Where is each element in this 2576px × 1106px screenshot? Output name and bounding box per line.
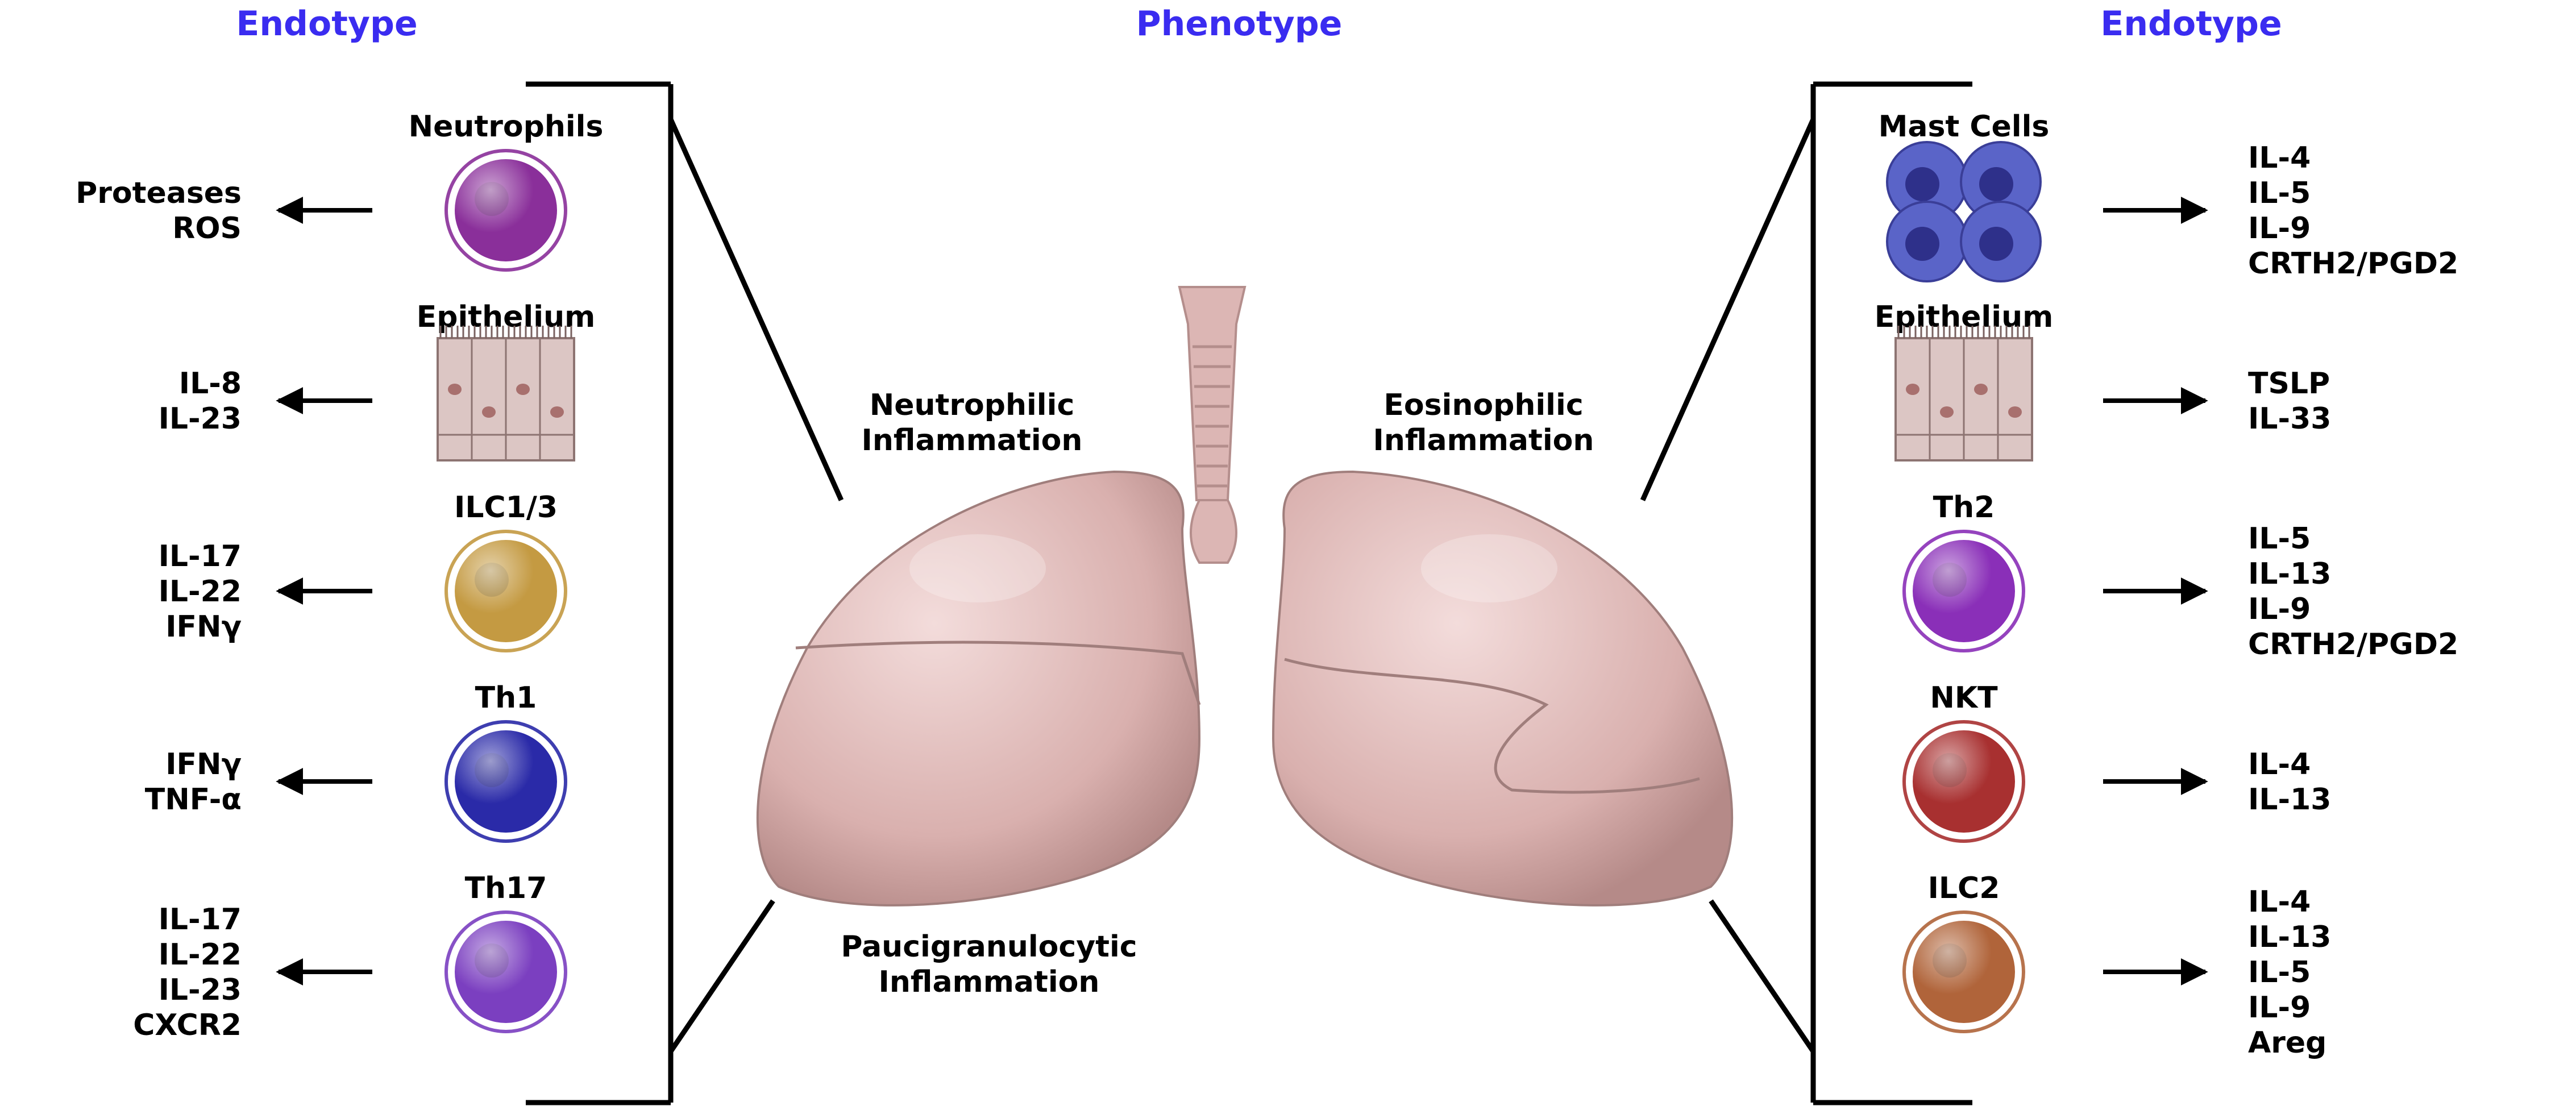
eosinophilic-line-2: Inflammation (1373, 423, 1594, 458)
right-product-ilc2-il-4: IL-4 (2248, 885, 2311, 919)
right-product-mast-cells-crth2-pgd2: CRTH2/PGD2 (2248, 247, 2458, 281)
paucigranulocytic-label: Paucigranulocytic Inflammation (841, 930, 1137, 999)
right-product-mast-cells-il-9: IL-9 (2248, 211, 2311, 246)
phenotype-header: Phenotype (1136, 4, 1343, 44)
paucigranulocytic-line-1: Paucigranulocytic (841, 930, 1137, 964)
left-bracket (526, 84, 841, 1103)
lungs-illustration (758, 287, 1732, 905)
th1-cell-icon (446, 722, 566, 841)
left-product-neutrophils-ros: ROS (172, 211, 242, 246)
th17-cell-icon (446, 912, 566, 1032)
right-product-mast-cells-il-4: IL-4 (2248, 141, 2311, 175)
neutrophilic-line-1: Neutrophilic (870, 388, 1075, 422)
left-product-ilc1-3-il-22: IL-22 (159, 575, 242, 609)
epithelium-icon (1896, 326, 2032, 460)
nkt-cell-icon (1904, 722, 2024, 841)
right-product-nkt-il-4: IL-4 (2248, 747, 2311, 781)
left-product-th17-cxcr2: CXCR2 (133, 1008, 242, 1042)
right-cell-name-ilc2: ILC2 (1928, 871, 2000, 905)
right-product-ilc2-il-9: IL-9 (2248, 991, 2311, 1025)
left-product-th17-il-23: IL-23 (159, 973, 242, 1007)
right-product-th2-crth2-pgd2: CRTH2/PGD2 (2248, 627, 2458, 662)
left-product-epithelium-il-8: IL-8 (179, 367, 242, 401)
right-cell-name-epithelium: Epithelium (1875, 300, 2054, 334)
right-product-th2-il-13: IL-13 (2248, 557, 2331, 591)
right-product-th2-il-9: IL-9 (2248, 592, 2311, 626)
left-cell-name-th17: Th17 (465, 871, 547, 905)
left-cell-name-neutrophils: Neutrophils (409, 110, 604, 144)
left-endotype-header: Endotype (236, 4, 417, 44)
left-product-th17-il-17: IL-17 (159, 903, 242, 937)
right-cell-name-nkt: NKT (1930, 681, 1998, 715)
left-cell-name-ilc1-3: ILC1/3 (454, 490, 558, 525)
neutrophilic-line-2: Inflammation (862, 423, 1083, 458)
left-product-th1-tnf: TNF-α (145, 783, 242, 817)
epithelium-icon (438, 326, 574, 460)
right-product-mast-cells-il-5: IL-5 (2248, 176, 2311, 210)
left-product-neutrophils-proteases: Proteases (76, 176, 242, 210)
right-endotype-header: Endotype (2100, 4, 2282, 44)
right-cell-name-th2: Th2 (1933, 490, 1995, 525)
right-endotype-row-nkt: NKT IL-4IL-13 (1904, 681, 2331, 841)
left-product-th1-ifn: IFNγ (165, 747, 242, 781)
left-product-ilc1-3-il-17: IL-17 (159, 539, 242, 573)
neutrophilic-label: Neutrophilic Inflammation (862, 388, 1083, 458)
right-product-nkt-il-13: IL-13 (2248, 783, 2331, 817)
right-product-epithelium-tslp: TSLP (2248, 367, 2330, 401)
mast-cells-icon (1887, 142, 2041, 281)
trachea (1179, 287, 1245, 563)
th2-cell-icon (1904, 531, 2024, 651)
right-cell-name-mast-cells: Mast Cells (1879, 110, 2050, 144)
ilc2-cell-icon (1904, 912, 2024, 1032)
ilc13-cell-icon (446, 531, 566, 651)
left-cell-name-epithelium: Epithelium (417, 300, 596, 334)
left-endotype-list: NeutrophilsProteasesROSEpitheliumIL-8IL-… (76, 110, 603, 1042)
left-product-th17-il-22: IL-22 (159, 938, 242, 972)
right-product-epithelium-il-33: IL-33 (2248, 402, 2331, 436)
left-product-epithelium-il-23: IL-23 (159, 402, 242, 436)
eosinophilic-label: Eosinophilic Inflammation (1373, 388, 1594, 458)
right-product-ilc2-areg: Areg (2248, 1026, 2326, 1060)
right-product-th2-il-5: IL-5 (2248, 522, 2311, 556)
right-product-ilc2-il-5: IL-5 (2248, 955, 2311, 989)
left-cell-name-th1: Th1 (475, 681, 537, 715)
neutrophil-cell-icon (446, 151, 566, 270)
paucigranulocytic-line-2: Inflammation (879, 965, 1100, 999)
right-endotype-list: Mast CellsIL-4IL-5IL-9CRTH2/PGD2Epitheli… (1875, 110, 2458, 1060)
eosinophilic-line-1: Eosinophilic (1383, 388, 1583, 422)
right-product-ilc2-il-13: IL-13 (2248, 920, 2331, 954)
left-product-ilc1-3-ifn: IFNγ (165, 610, 242, 644)
